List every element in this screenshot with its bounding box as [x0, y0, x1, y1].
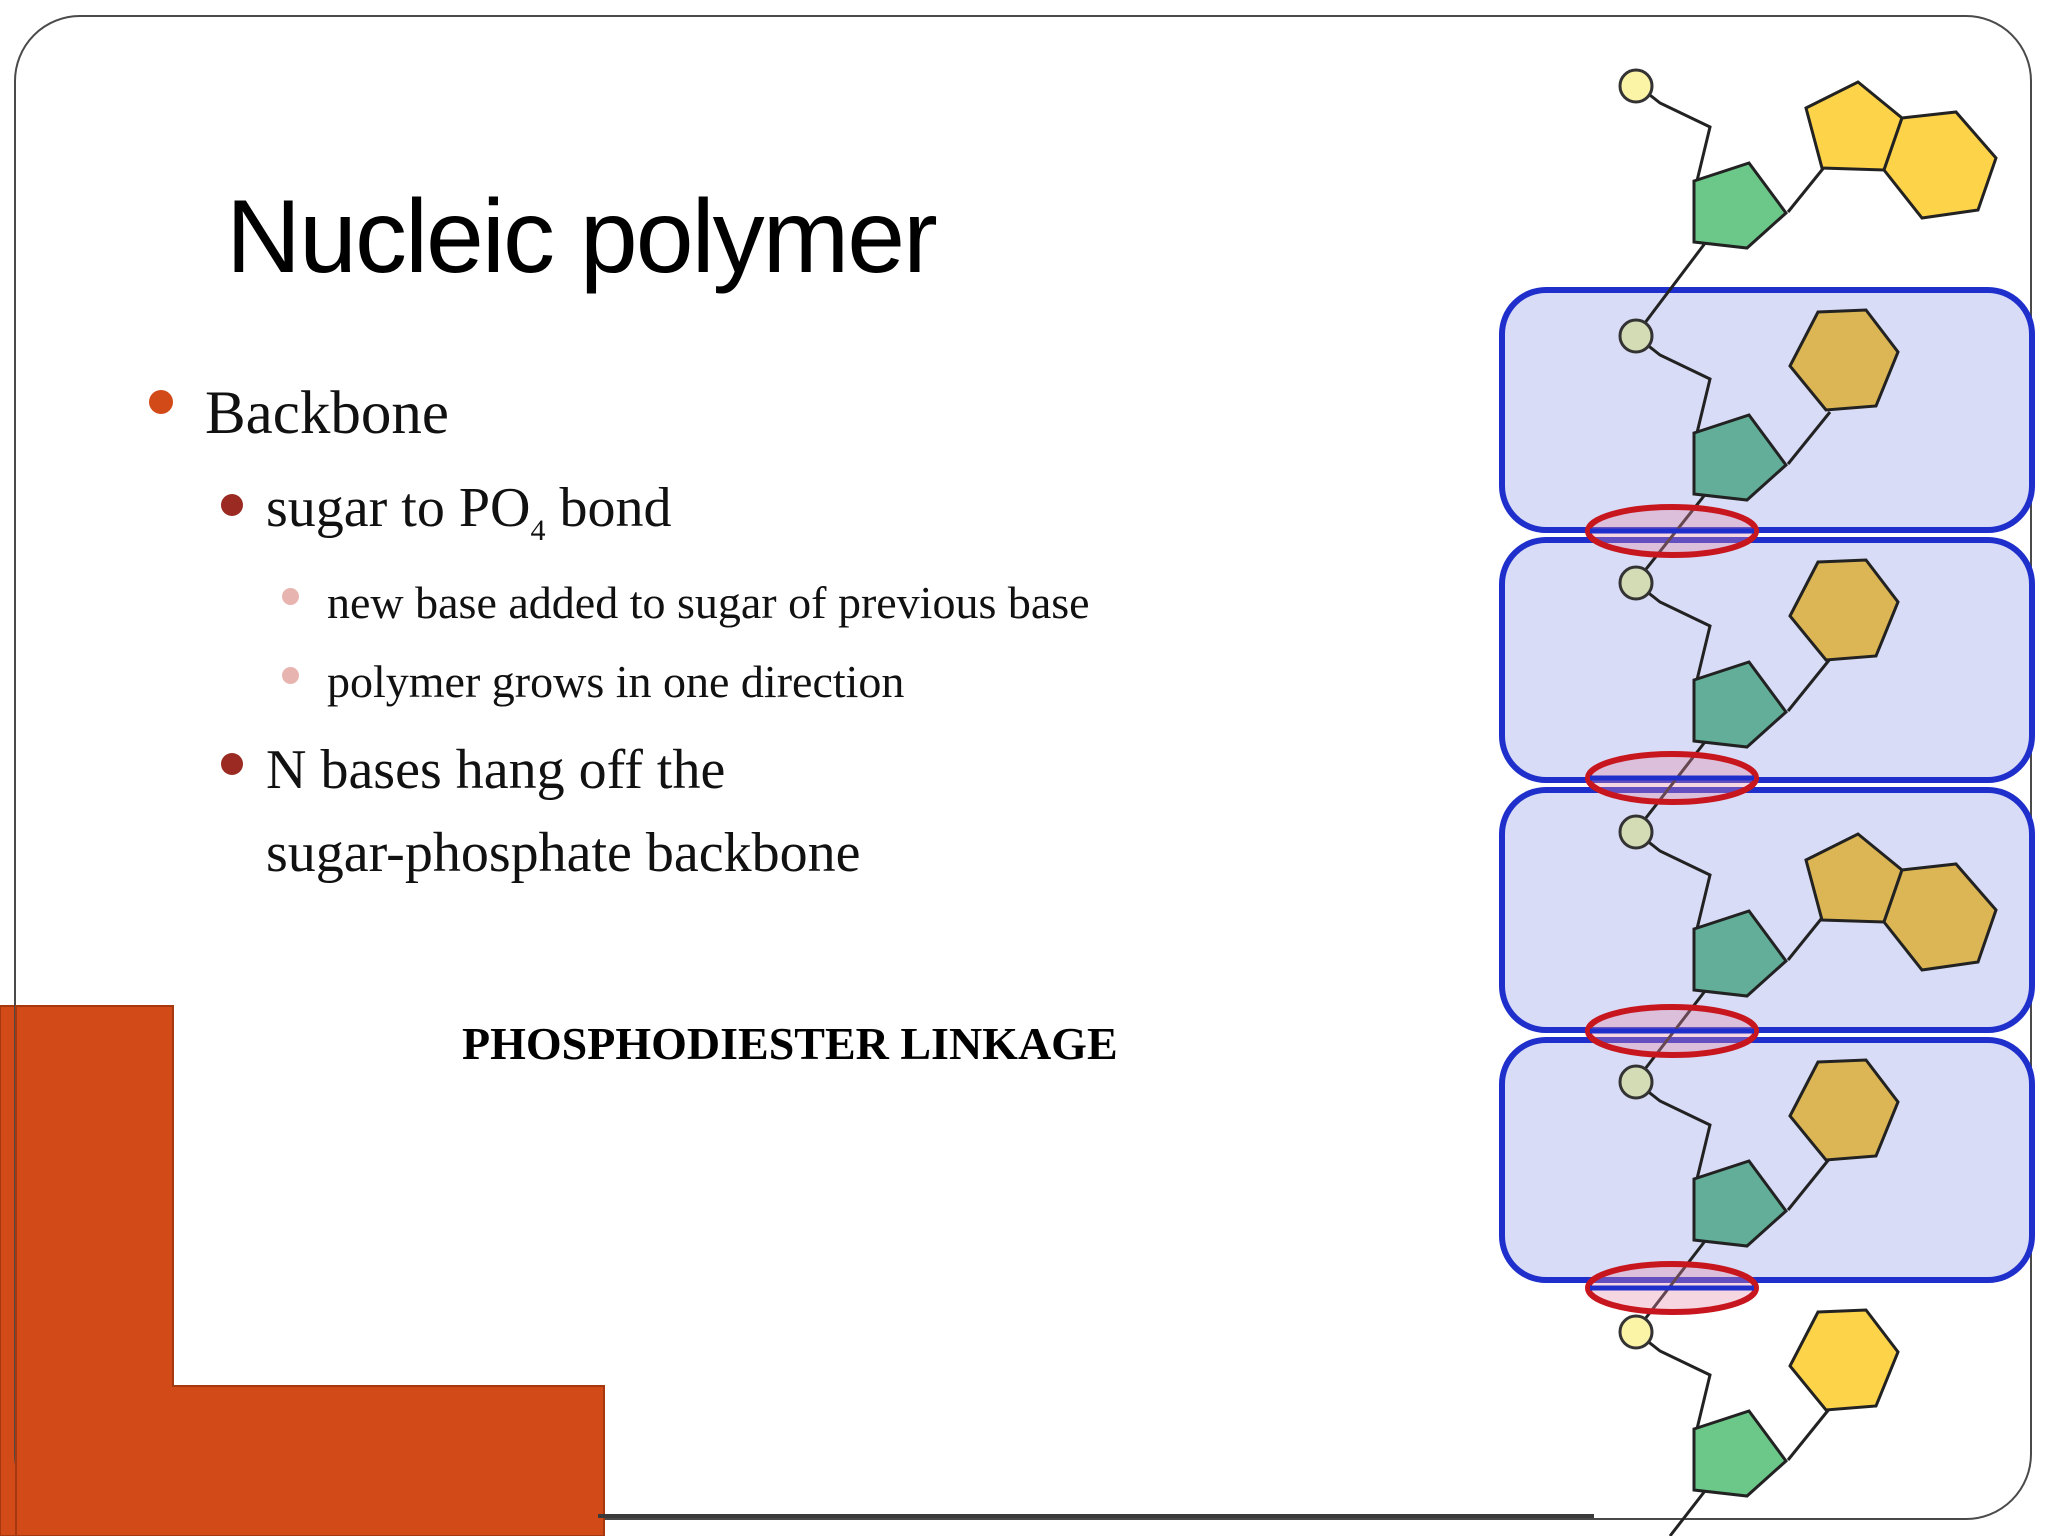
- sugar-groups: [1692, 161, 1789, 1498]
- highlight-unit-4: [1499, 1037, 2035, 1283]
- bullet-bond-text: bond: [545, 477, 672, 539]
- sugar-pentagon: [1692, 1159, 1789, 1248]
- base-hexagon: [1788, 1058, 1900, 1162]
- bullet-n-bases-line1: N bases hang off the: [266, 739, 726, 801]
- sugar-pentagon: [1692, 1409, 1789, 1498]
- bottom-rule: [598, 1514, 1594, 1518]
- slide-title: Nucleic polymer: [226, 179, 938, 295]
- phosphate-circle: [1618, 814, 1654, 850]
- base-groups: [1788, 80, 1998, 1412]
- highlight-unit-1: [1499, 287, 2035, 533]
- base-hexagon-ring: [1882, 862, 1998, 972]
- highlight-unit-3: [1499, 787, 2035, 1033]
- bullet-sugar-po4-text: sugar to PO: [266, 477, 531, 539]
- glycosidic-bond: [1786, 658, 1832, 712]
- bullet-new-base-added: new base added to sugar of previous base: [327, 577, 1090, 628]
- bullet-subscript-4: 4: [530, 514, 546, 547]
- bullet-dot-level3: [282, 588, 299, 605]
- bullet-n-bases-line2: sugar-phosphate backbone: [266, 822, 861, 884]
- bullet-dot-level2: [221, 494, 243, 516]
- caption-phosphodiester-linkage: PHOSPHODIESTER LINKAGE: [462, 1018, 1118, 1069]
- highlight-unit-2: [1499, 537, 2035, 783]
- sugar-pentagon: [1692, 161, 1789, 250]
- base-hexagon-ring: [1882, 110, 1998, 220]
- bullet-dot-level1: [149, 390, 173, 414]
- glycosidic-bond: [1786, 1407, 1832, 1461]
- phosphate-circle: [1618, 565, 1654, 601]
- glycosidic-bond: [1786, 1157, 1832, 1211]
- backbone-segment: [1635, 1330, 1712, 1434]
- base-hexagon: [1788, 558, 1900, 662]
- bullet-backbone: Backbone: [205, 380, 449, 447]
- sugar-pentagon: [1692, 660, 1789, 749]
- bullet-sugar-po4-bond: sugar to PO4 bond: [266, 466, 671, 559]
- phosphate-groups: [1618, 68, 1654, 1350]
- phosphate-circle: [1618, 1314, 1654, 1350]
- phosphate-circle: [1618, 318, 1654, 354]
- base-hexagon: [1788, 308, 1900, 412]
- bullet-dot-level3: [282, 667, 299, 684]
- backbone-segment: [1633, 1227, 1717, 1333]
- sugar-pentagon: [1692, 909, 1789, 998]
- bullet-dot-level2: [221, 753, 243, 775]
- bullet-polymer-grows: polymer grows in one direction: [327, 656, 905, 707]
- phosphate-circle: [1618, 1064, 1654, 1100]
- base-hexagon: [1788, 1308, 1900, 1412]
- unit-borders-through-rings: [1590, 528, 1754, 1291]
- backbone-segment: [1633, 229, 1717, 337]
- phosphate-circle: [1618, 68, 1654, 104]
- glycosidic-bond: [1786, 411, 1832, 465]
- sugar-pentagon: [1692, 413, 1789, 502]
- orange-l-block-front: [15, 1005, 605, 1536]
